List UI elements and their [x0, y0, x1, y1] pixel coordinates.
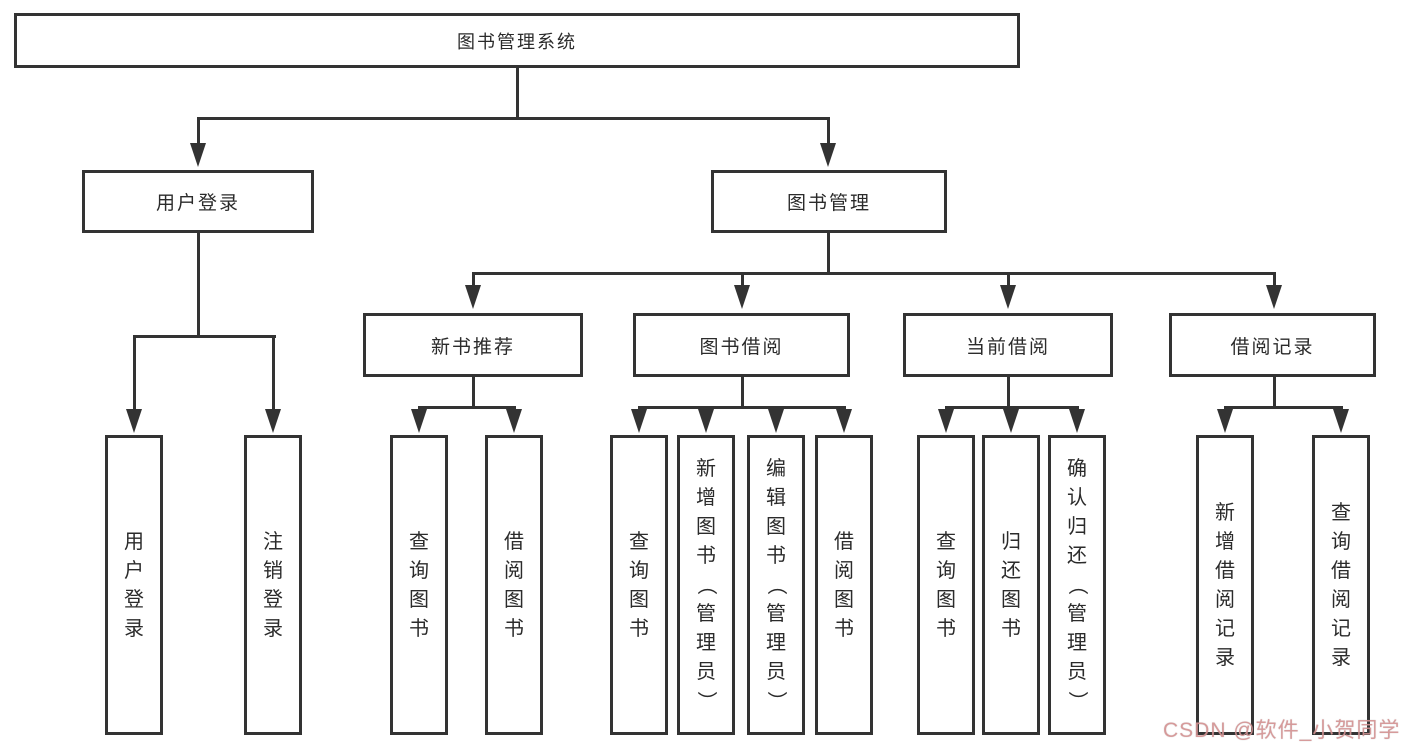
connector-line — [740, 377, 744, 406]
arrow-down-icon — [836, 409, 852, 433]
connector-line — [271, 338, 275, 410]
node-book-management: 图书管理 — [711, 170, 947, 233]
arrow-down-icon — [820, 143, 836, 167]
connector-line — [826, 120, 830, 144]
connector-line — [515, 68, 519, 117]
leaf-add-books-admin: 新增图书（管理员） — [677, 435, 735, 735]
connector-line — [637, 406, 846, 409]
arrow-down-icon — [506, 409, 522, 433]
leaf-query-books-current: 查询图书 — [917, 435, 975, 735]
leaf-add-borrow-record: 新增借阅记录 — [1196, 435, 1254, 735]
connector-line — [132, 335, 276, 338]
arrow-down-icon — [938, 409, 954, 433]
connector-line — [132, 338, 136, 410]
connector-line — [944, 406, 1079, 409]
leaf-confirm-return-admin: 确认归还（管理员） — [1048, 435, 1106, 735]
arrow-down-icon — [734, 285, 750, 309]
leaf-query-books-borrow: 查询图书 — [610, 435, 668, 735]
node-library-system: 图书管理系统 — [14, 13, 1020, 68]
arrow-down-icon — [1003, 409, 1019, 433]
leaf-logout: 注销登录 — [244, 435, 302, 735]
arrow-down-icon — [126, 409, 142, 433]
connector-line — [740, 275, 744, 287]
leaf-edit-books-admin: 编辑图书（管理员） — [747, 435, 805, 735]
arrow-down-icon — [1000, 285, 1016, 309]
watermark: CSDN @软件_小贺同学 — [1163, 719, 1401, 742]
arrow-down-icon — [190, 143, 206, 167]
connector-line — [196, 233, 200, 335]
connector-line — [471, 275, 475, 287]
arrow-down-icon — [1069, 409, 1085, 433]
connector-line — [471, 272, 1276, 275]
arrow-down-icon — [411, 409, 427, 433]
connector-line — [1272, 377, 1276, 406]
arrow-down-icon — [631, 409, 647, 433]
node-new-book-recommendation: 新书推荐 — [363, 313, 583, 377]
connector-line — [1006, 275, 1010, 287]
leaf-borrow-books-recommend: 借阅图书 — [485, 435, 543, 735]
arrow-down-icon — [698, 409, 714, 433]
leaf-borrow-books: 借阅图书 — [815, 435, 873, 735]
connector-line — [1223, 406, 1343, 409]
connector-line — [417, 406, 516, 409]
connector-line — [196, 117, 830, 120]
connector-line — [1272, 275, 1276, 287]
node-user-login: 用户登录 — [82, 170, 314, 233]
arrow-down-icon — [465, 285, 481, 309]
leaf-user-login: 用户登录 — [105, 435, 163, 735]
arrow-down-icon — [1266, 285, 1282, 309]
node-borrowing-records: 借阅记录 — [1169, 313, 1376, 377]
connector-line — [1006, 377, 1010, 406]
arrow-down-icon — [768, 409, 784, 433]
node-current-borrowing: 当前借阅 — [903, 313, 1113, 377]
node-book-borrowing: 图书借阅 — [633, 313, 850, 377]
arrow-down-icon — [1217, 409, 1233, 433]
leaf-return-books: 归还图书 — [982, 435, 1040, 735]
connector-line — [196, 120, 200, 144]
arrow-down-icon — [265, 409, 281, 433]
leaf-query-books-recommend: 查询图书 — [390, 435, 448, 735]
leaf-query-borrow-record: 查询借阅记录 — [1312, 435, 1370, 735]
connector-line — [471, 377, 475, 406]
connector-line — [827, 233, 830, 272]
arrow-down-icon — [1333, 409, 1349, 433]
